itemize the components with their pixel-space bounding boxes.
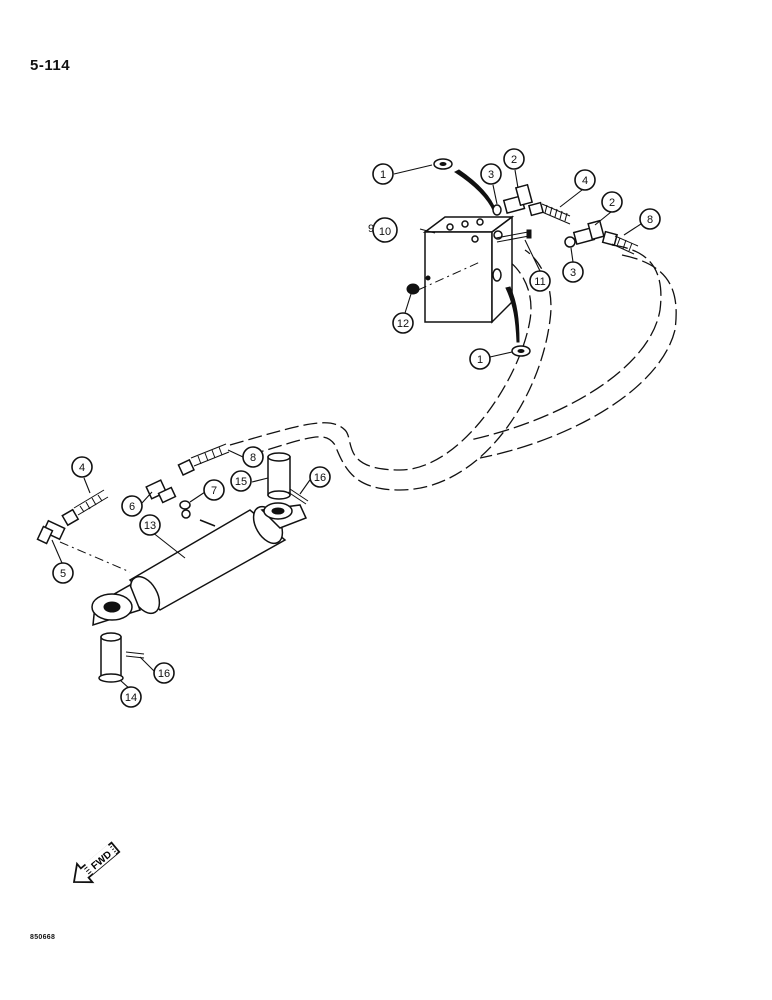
callout-16-upper: 16 — [309, 466, 331, 488]
bolt-11 — [495, 229, 532, 243]
plug-12 — [406, 283, 420, 295]
elbow-fitting-5 — [36, 519, 66, 545]
svg-text:14: 14 — [125, 692, 137, 704]
svg-text:7: 7 — [211, 485, 217, 497]
cylinder-13 — [91, 502, 308, 627]
callout-4-lower: 4 — [71, 456, 93, 478]
callout-8-top: 8 — [639, 208, 661, 230]
svg-text:13: 13 — [144, 520, 156, 532]
callout-9: 9 — [368, 223, 374, 235]
pin-15 — [267, 452, 291, 500]
o-ring-3-bottom — [564, 236, 576, 248]
valve-block — [422, 215, 515, 324]
callout-14: 14 — [120, 686, 142, 708]
o-ring-3-top — [492, 204, 502, 216]
svg-text:3: 3 — [488, 169, 494, 181]
elbow-fitting-2-top — [502, 183, 534, 215]
page-number: 5-114 — [30, 57, 71, 74]
cotter-pin-16-upper — [287, 488, 309, 505]
hose-end-8-lower — [177, 443, 230, 476]
svg-text:16: 16 — [314, 472, 326, 484]
svg-text:2: 2 — [511, 154, 517, 166]
svg-text:11: 11 — [534, 276, 545, 288]
fwd-arrow-icon: FWD — [72, 841, 121, 884]
svg-text:10: 10 — [379, 226, 391, 238]
callout-16-lower: 16 — [153, 662, 175, 684]
callout-10: 10 — [372, 217, 398, 243]
callout-7: 7 — [203, 479, 225, 501]
svg-text:1: 1 — [380, 169, 386, 181]
callout-13: 13 — [139, 514, 161, 536]
callout-1-bottom: 1 — [469, 348, 491, 370]
hose-fitting-4-top — [527, 201, 571, 225]
callout-2-bottom: 2 — [601, 191, 623, 213]
svg-text:3: 3 — [570, 267, 576, 279]
hose-right — [469, 244, 677, 459]
hose-fitting-4-lower — [61, 489, 109, 527]
elbow-fitting-6 — [145, 479, 177, 504]
svg-text:9: 9 — [368, 223, 374, 235]
hose-end-8-top — [601, 230, 639, 255]
callout-6: 6 — [121, 495, 143, 517]
svg-text:1: 1 — [477, 354, 483, 366]
callout-12: 12 — [392, 312, 414, 334]
leader-lines — [51, 164, 645, 690]
callout-8-lower: 8 — [242, 446, 264, 468]
svg-text:4: 4 — [582, 175, 588, 187]
o-ring-7 — [179, 500, 191, 510]
callout-3-bottom: 3 — [562, 261, 584, 283]
plug-1-bottom — [511, 345, 531, 357]
svg-text:15: 15 — [235, 476, 247, 488]
callout-11: 11 — [529, 270, 551, 292]
plug-1-bottom-arrow — [505, 286, 520, 343]
svg-text:5: 5 — [60, 568, 66, 580]
hose-left — [229, 249, 552, 491]
elbow-fitting-2-bottom — [572, 219, 605, 246]
callout-4-top: 4 — [574, 169, 596, 191]
plug-1-top — [433, 158, 453, 170]
callout-2-top: 2 — [503, 148, 525, 170]
cotter-pin-16-lower — [125, 651, 145, 659]
pin-14 — [98, 632, 124, 683]
svg-text:8: 8 — [647, 214, 653, 226]
svg-text:2: 2 — [609, 197, 615, 209]
callout-3-top: 3 — [480, 163, 502, 185]
callout-5: 5 — [52, 562, 74, 584]
drawing-code: 850668 — [30, 934, 56, 941]
callout-1-top: 1 — [372, 163, 394, 185]
callout-15: 15 — [230, 470, 252, 492]
svg-text:4: 4 — [79, 462, 85, 474]
svg-text:8: 8 — [250, 452, 256, 464]
cylinder-centerline — [59, 541, 131, 573]
svg-text:16: 16 — [158, 668, 170, 680]
svg-text:6: 6 — [129, 501, 135, 513]
svg-text:12: 12 — [397, 318, 409, 330]
